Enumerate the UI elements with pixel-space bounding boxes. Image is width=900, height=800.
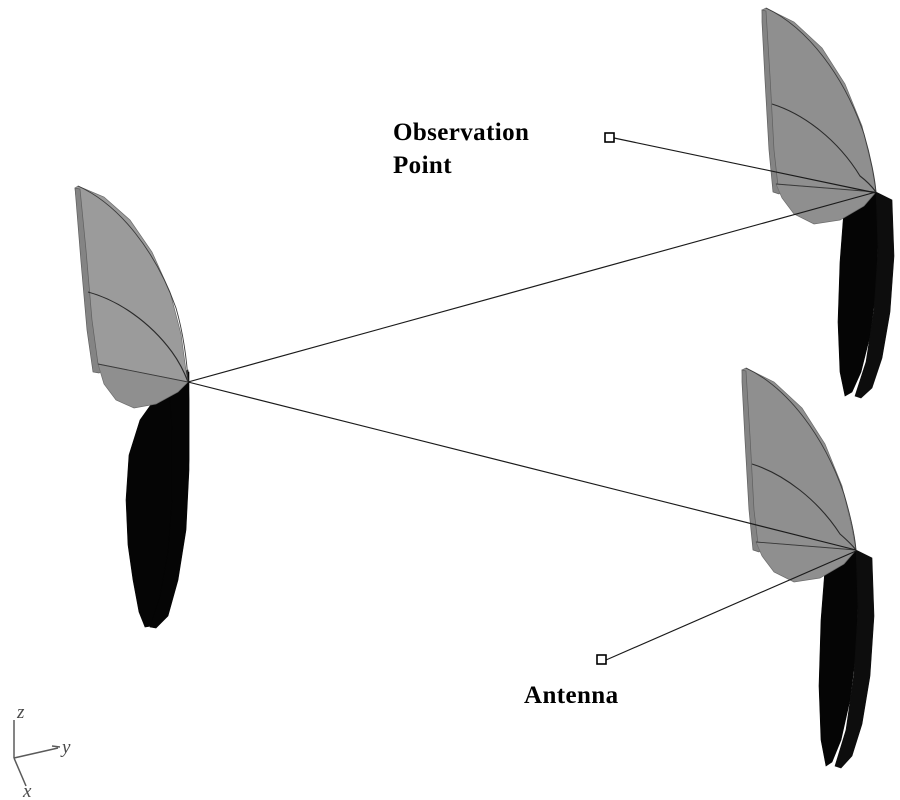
left-reflector-rib-radial-upper	[97, 363, 189, 383]
coordinate-axis-triad: z y x	[13, 702, 71, 800]
bottom-right-reflector-rib-circumferential	[751, 463, 857, 551]
antenna-label: Antenna	[524, 682, 619, 709]
bottom-right-reflector-rib-outer-arc	[745, 367, 857, 551]
antenna-marker[interactable]	[596, 654, 607, 665]
left-reflector-lower-wedge	[97, 363, 189, 409]
top-right-reflector-rib-outer-arc	[765, 7, 877, 193]
ray-observation-point-to-top-right	[613, 137, 877, 194]
observation-point-label-line1: Observation	[393, 119, 529, 146]
top-right-reflector-front-surface	[761, 7, 877, 201]
top-right-reflector	[761, 7, 895, 399]
ray-lines	[187, 137, 877, 661]
left-reflector	[74, 185, 190, 629]
axis-y-label: y	[60, 737, 71, 758]
top-right-reflector-rib-circumferential	[771, 103, 877, 193]
axis-x-label: x	[22, 781, 32, 800]
observation-point-marker[interactable]	[604, 132, 615, 143]
ray-antenna-to-bottom-right	[605, 550, 857, 661]
axis-x-line	[13, 757, 27, 787]
observation-point-label-line2: Point	[393, 152, 452, 179]
bottom-right-reflector-front-surface	[741, 367, 857, 559]
bottom-right-reflector	[741, 367, 875, 769]
bottom-right-reflector-back-edge	[834, 549, 875, 769]
text-labels: Observation Point Antenna	[393, 119, 619, 709]
ray-left-to-bottom-right	[187, 381, 857, 551]
top-right-reflector-rib-radial	[775, 183, 877, 193]
ray-left-to-top-right	[187, 191, 877, 383]
left-reflector-rib-circumferential	[87, 291, 189, 383]
axis-y-line	[13, 747, 59, 759]
top-right-reflector-lower-wedge	[775, 183, 877, 225]
axis-z-label: z	[16, 702, 25, 723]
left-reflector-back-edge	[149, 369, 190, 629]
point-markers	[596, 132, 615, 665]
axis-y-arrow	[51, 745, 61, 748]
left-reflector-rib-outer-arc	[77, 185, 189, 383]
top-right-reflector-back-edge	[854, 191, 895, 399]
bottom-right-reflector-rib-radial	[755, 541, 857, 551]
